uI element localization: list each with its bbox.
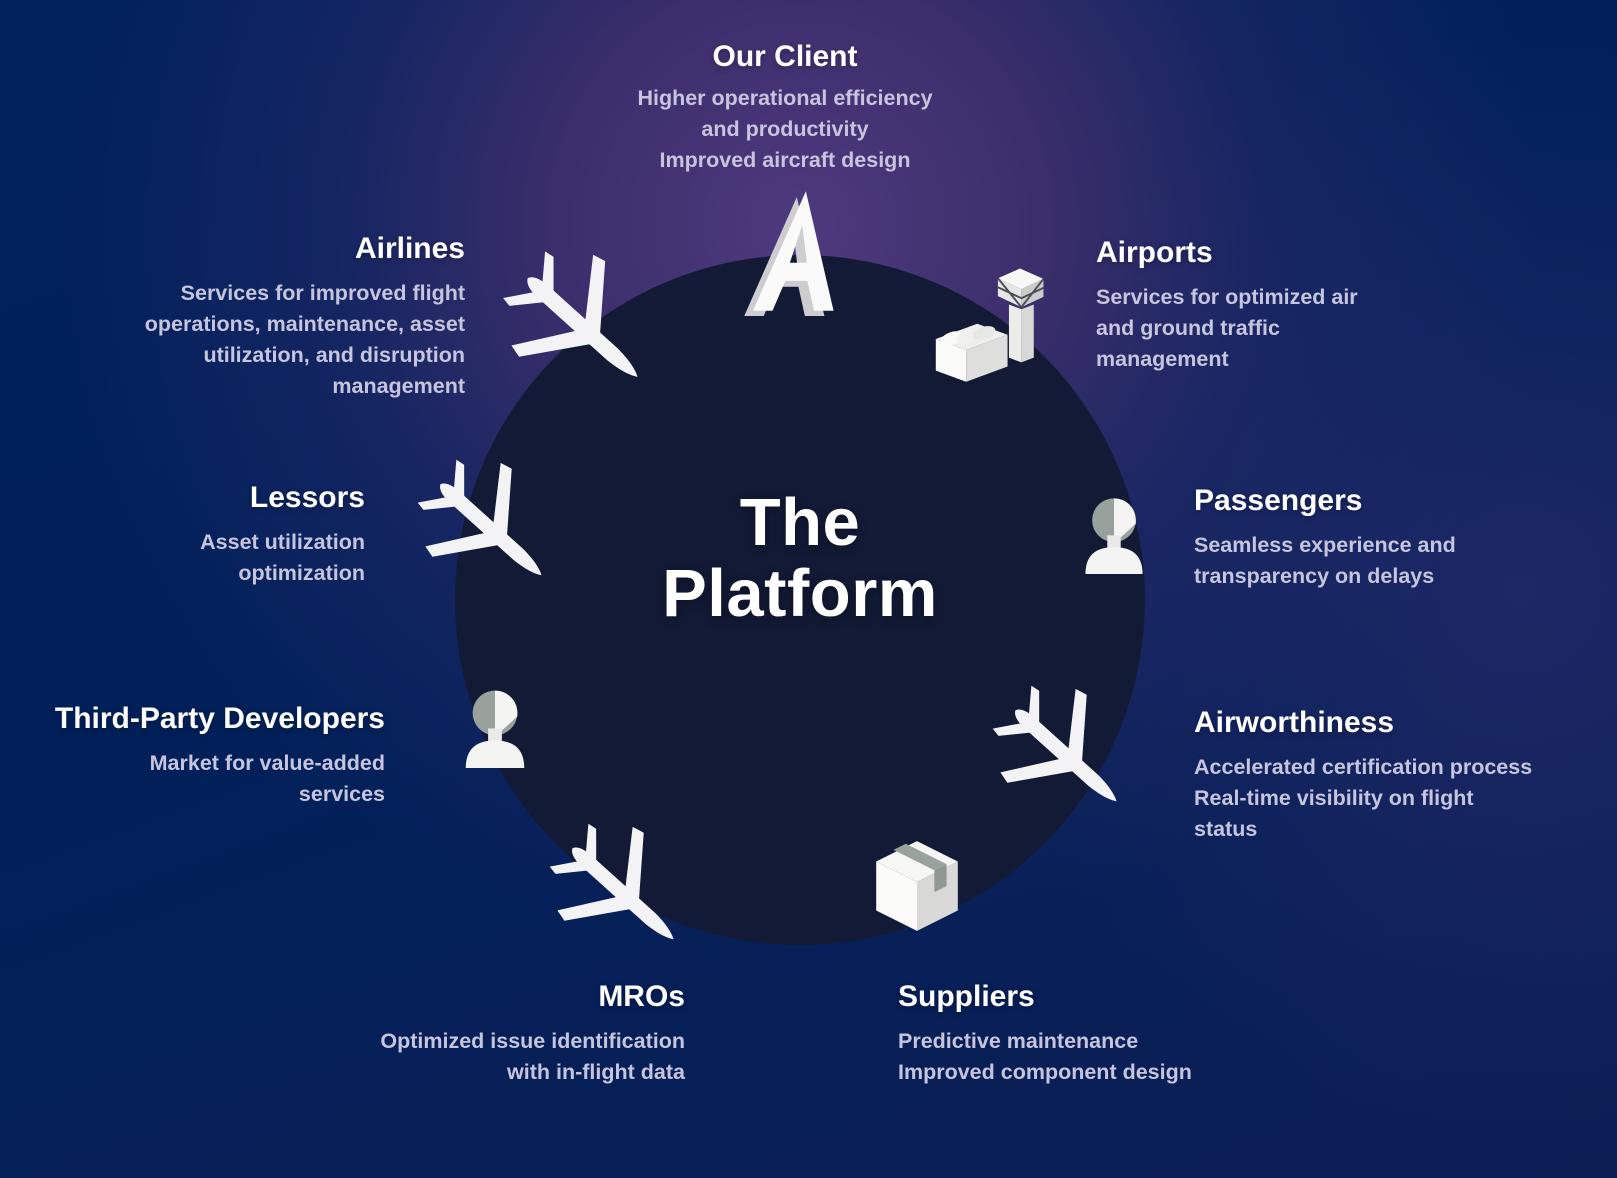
node-suppliers-desc: Predictive maintenance Improved componen… [898, 1029, 1192, 1084]
node-airports-label: Airports [1096, 236, 1213, 269]
node-passengers: Passengers Seamless experience and trans… [1194, 484, 1594, 592]
node-third-party-developers-desc: Market for value-added services [149, 751, 385, 806]
node-airworthiness-desc: Accelerated certification process Real-t… [1194, 755, 1533, 841]
airport-tower-icon [922, 250, 1060, 392]
node-airlines: Airlines Services for improved flight op… [35, 232, 465, 402]
airplane-icon [988, 678, 1140, 830]
node-our-client-label: Our Client [712, 40, 858, 73]
person-icon [452, 655, 538, 795]
airplane-icon [545, 816, 697, 968]
node-passengers-desc: Seamless experience and transparency on … [1194, 533, 1456, 588]
node-lessors: Lessors Asset utilization optimization [25, 481, 365, 589]
node-third-party-developers-label: Third-Party Developers [54, 702, 385, 735]
node-mros-label: MROs [598, 980, 685, 1013]
node-airlines-label: Airlines [354, 232, 465, 265]
node-mros-desc: Optimized issue identification with in-f… [380, 1029, 685, 1084]
node-suppliers: Suppliers Predictive maintenance Improve… [898, 980, 1368, 1088]
node-our-client-desc: Higher operational efficiency and produc… [637, 86, 933, 172]
node-airlines-desc: Services for improved flight operations,… [144, 281, 465, 398]
node-airports-desc: Services for optimized air and ground tr… [1096, 285, 1358, 371]
node-mros: MROs Optimized issue identification with… [245, 980, 685, 1088]
person-icon [1072, 462, 1156, 602]
airplane-icon [498, 243, 663, 408]
node-lessors-desc: Asset utilization optimization [200, 530, 365, 585]
node-passengers-label: Passengers [1194, 484, 1363, 517]
parcel-box-icon [866, 830, 968, 938]
platform-circle [455, 255, 1145, 945]
node-third-party-developers: Third-Party Developers Market for value-… [0, 702, 385, 810]
node-lessors-label: Lessors [249, 481, 365, 514]
node-suppliers-label: Suppliers [898, 980, 1035, 1013]
platform-title: The Platform [662, 485, 938, 631]
node-airworthiness-label: Airworthiness [1194, 706, 1395, 739]
client-logo-a-icon [726, 186, 866, 316]
airplane-icon [413, 452, 565, 604]
node-our-client: Our Client Higher operational efficiency… [535, 40, 1035, 176]
node-airports: Airports Services for optimized air and … [1096, 236, 1476, 375]
node-airworthiness: Airworthiness Accelerated certification … [1194, 706, 1604, 845]
